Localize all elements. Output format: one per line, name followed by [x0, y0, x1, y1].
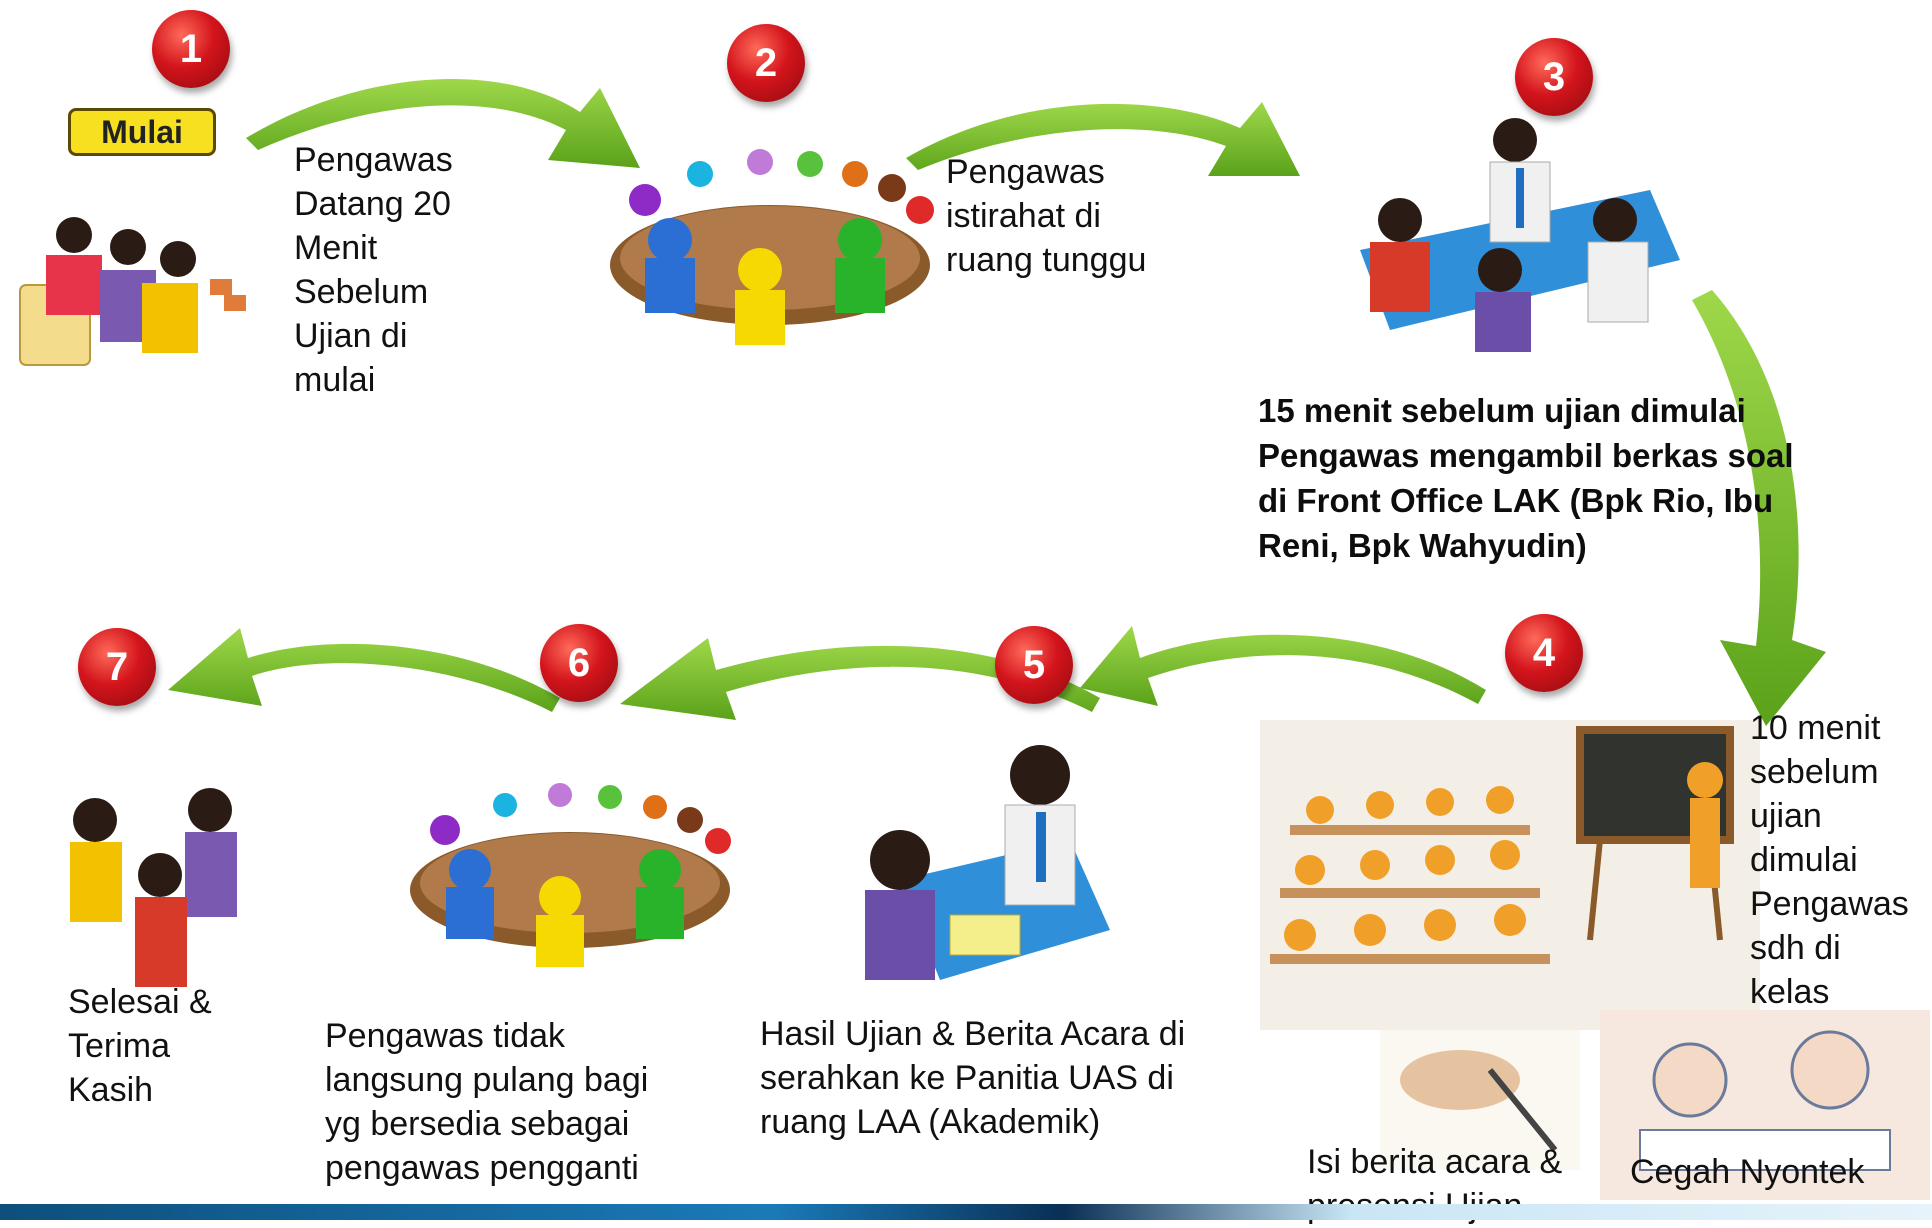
- cheating-illustration: [1600, 1010, 1930, 1200]
- arrow-6-to-7: [168, 628, 560, 712]
- step-2-text: Pengawas istirahat di ruang tunggu: [946, 153, 1147, 279]
- step-4-illustration: [1260, 720, 1760, 1030]
- start-label: Mulai: [68, 108, 216, 156]
- arrow-4-to-5: [1080, 626, 1486, 706]
- arrow-2-to-3: [906, 102, 1300, 176]
- step-5-illustration: [865, 745, 1110, 980]
- step-1-text: Pengawas Datang 20 Menit Sebelum Ujian d…: [294, 141, 453, 399]
- step-7-illustration: [70, 788, 237, 987]
- step-5-badge: 5: [995, 626, 1073, 704]
- writing-illustration: [1380, 1030, 1580, 1170]
- arrow-5-to-6: [620, 638, 1100, 720]
- step-2-illustration: [610, 149, 934, 345]
- step-3-text: 15 menit sebelum ujian dimulai Pengawas …: [1258, 392, 1794, 564]
- step-6-badge: 6: [540, 624, 618, 702]
- arrow-3-to-4: [1692, 290, 1826, 726]
- step-1-badge: 1: [152, 10, 230, 88]
- step-3-badge: 3: [1515, 38, 1593, 116]
- arrow-1-to-2: [246, 78, 640, 168]
- step-1-illustration: [19, 217, 246, 366]
- step-2-badge: 2: [727, 24, 805, 102]
- bottom-accent-bar: [0, 1204, 1932, 1220]
- step-4-text: 10 menit sebelum ujian dimulai Pengawas …: [1750, 709, 1909, 1011]
- step-3-illustration: [1360, 118, 1680, 352]
- step-5-text: Hasil Ujian & Berita Acara di serahkan k…: [760, 1015, 1186, 1141]
- step-7-text: Selesai & Terima Kasih: [68, 983, 212, 1109]
- step-4-subtext-cheating: Cegah Nyontek: [1630, 1153, 1865, 1191]
- step-6-illustration: [410, 783, 731, 967]
- step-4-badge: 4: [1505, 614, 1583, 692]
- step-6-text: Pengawas tidak langsung pulang bagi yg b…: [325, 1017, 649, 1187]
- step-7-badge: 7: [78, 628, 156, 706]
